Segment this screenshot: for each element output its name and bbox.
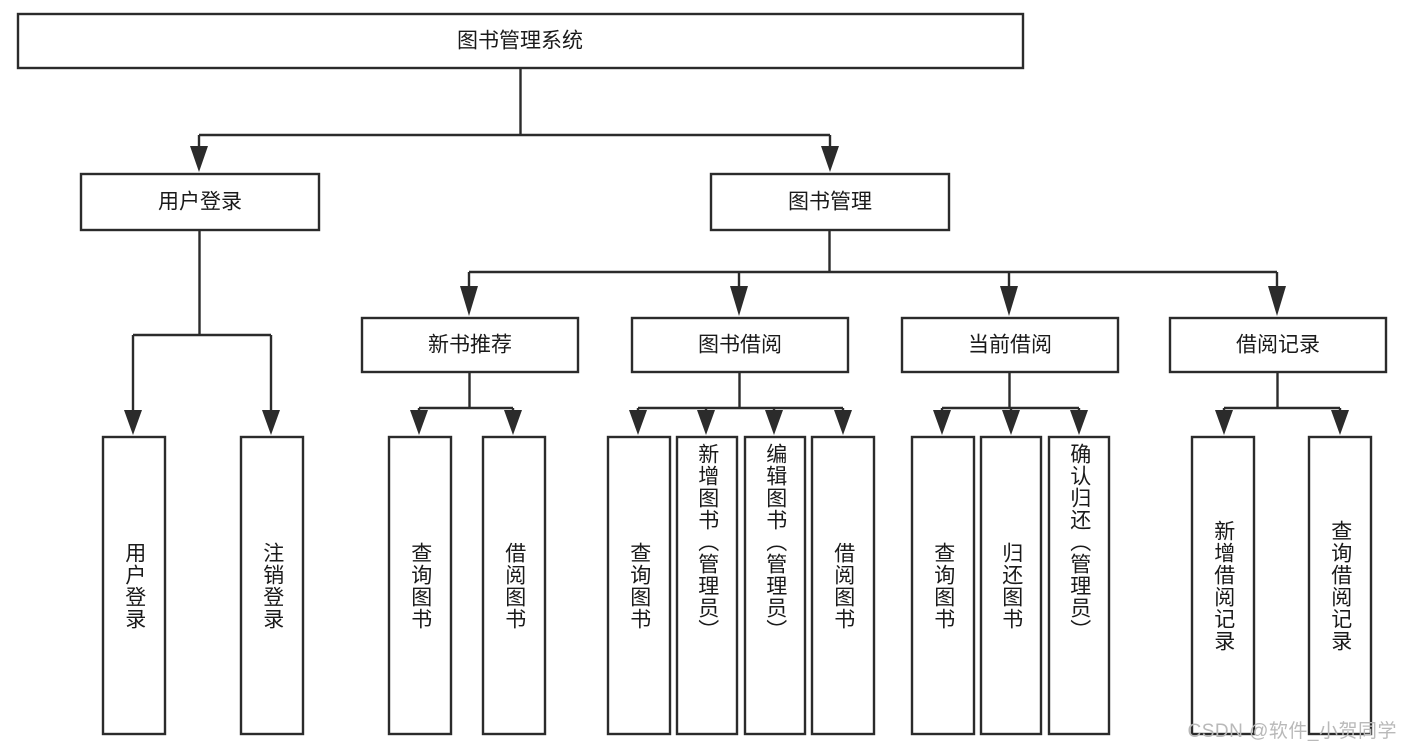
arrow-head-current-borrow (1000, 286, 1018, 316)
arrow-head-book-borrow (730, 286, 748, 316)
arrow-head-leaf-borrow-book-1 (504, 410, 522, 435)
arrow-head-leaf-query-book-1 (410, 410, 428, 435)
node-borrow-record[interactable] (1168, 316, 1388, 374)
arrow-head-user-login (190, 146, 208, 172)
leaf-box-return-book[interactable] (979, 435, 1043, 736)
node-new-book-recommend[interactable] (360, 316, 580, 374)
leaf-box-logout[interactable] (239, 435, 305, 736)
node-root-box[interactable] (16, 12, 1025, 70)
arrow-head-leaf-query-book-2 (629, 410, 647, 435)
arrow-head-book-management (821, 146, 839, 172)
node-book-borrow-box[interactable] (630, 316, 850, 374)
node-user-login-label: 用户登录 (158, 191, 242, 214)
leaf-box-add-record[interactable] (1190, 435, 1256, 736)
leaf-box-borrow-book-2[interactable] (810, 435, 876, 736)
node-new-book-recommend-box[interactable] (360, 316, 580, 374)
node-book-borrow-label: 图书借阅 (698, 334, 782, 357)
leaf-box-borrow-book-1[interactable] (481, 435, 547, 736)
leaf-box-user-login[interactable] (101, 435, 167, 736)
leaf-box-query-book-1[interactable] (387, 435, 453, 736)
node-current-borrow-box[interactable] (900, 316, 1120, 374)
arrow-head-leaf-add-book (697, 410, 715, 435)
arrow-head-leaf-borrow-book-2 (834, 410, 852, 435)
arrow-head-leaf-add-record (1215, 410, 1233, 435)
node-book-borrow[interactable] (630, 316, 850, 374)
node-root[interactable] (16, 12, 1025, 70)
arrow-head-borrow-record (1268, 286, 1286, 316)
node-new-book-recommend-label: 新书推荐 (428, 334, 512, 357)
arrow-head-leaf-confirm-return (1070, 410, 1088, 435)
arrow-head-leaf-return-book (1002, 410, 1020, 435)
node-root-label: 图书管理系统 (457, 30, 583, 53)
node-book-management-box[interactable] (709, 172, 951, 232)
arrow-head-leaf-query-record (1331, 410, 1349, 435)
node-current-borrow[interactable] (900, 316, 1120, 374)
node-borrow-record-box[interactable] (1168, 316, 1388, 374)
leaf-box-query-book-3[interactable] (910, 435, 976, 736)
csdn-watermark: CSDN @软件_小贺同学 (1187, 721, 1397, 742)
arrow-head-leaf-edit-book (765, 410, 783, 435)
leaf-box-query-book-2[interactable] (606, 435, 672, 736)
arrow-head-new-book-recommend (460, 286, 478, 316)
node-borrow-record-label: 借阅记录 (1236, 334, 1320, 357)
node-book-management-label: 图书管理 (788, 191, 872, 214)
leaf-box-add-book[interactable] (675, 435, 739, 736)
node-book-management[interactable] (709, 172, 951, 232)
arrow-head-leaf-user-login (124, 410, 142, 435)
leaf-box-confirm-return[interactable] (1047, 435, 1111, 736)
arrow-head-leaf-logout (262, 410, 280, 435)
leaf-box-edit-book[interactable] (743, 435, 807, 736)
node-current-borrow-label: 当前借阅 (968, 334, 1052, 357)
arrow-head-leaf-query-book-3 (933, 410, 951, 435)
leaf-box-query-record[interactable] (1307, 435, 1373, 736)
